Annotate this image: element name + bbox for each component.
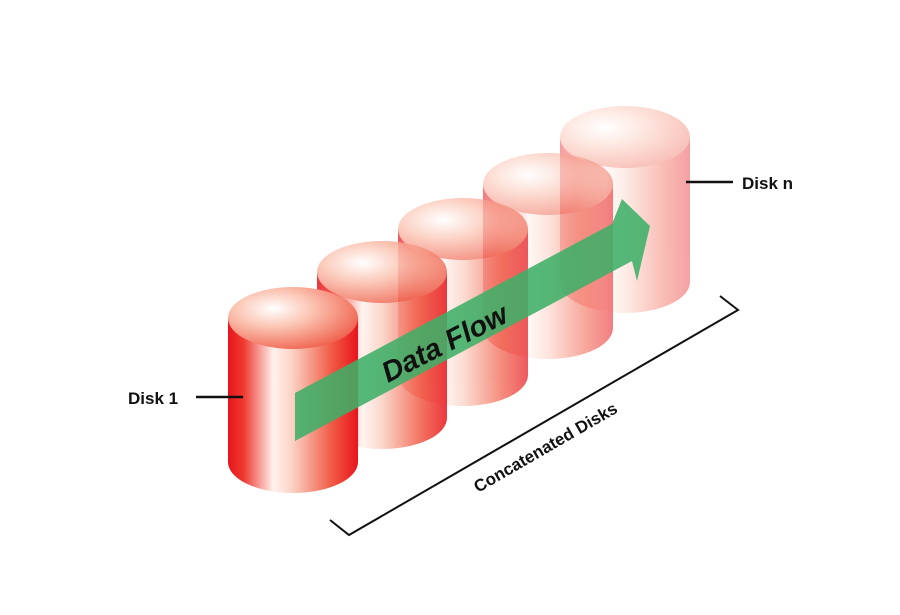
disk-1-label: Disk 1 [128, 389, 178, 408]
disk-top [560, 106, 690, 168]
disk-1 [228, 287, 358, 493]
concatenated-disks-label: Concatenated Disks [471, 399, 621, 497]
disk-top [398, 198, 528, 260]
disk-top [483, 153, 613, 215]
concatenated-bracket [329, 295, 740, 537]
disk-top [228, 287, 358, 349]
disk-top [317, 241, 447, 303]
disk-body [228, 318, 358, 493]
data-flow-arrow [295, 199, 650, 441]
disk-n-label: Disk n [742, 174, 793, 193]
